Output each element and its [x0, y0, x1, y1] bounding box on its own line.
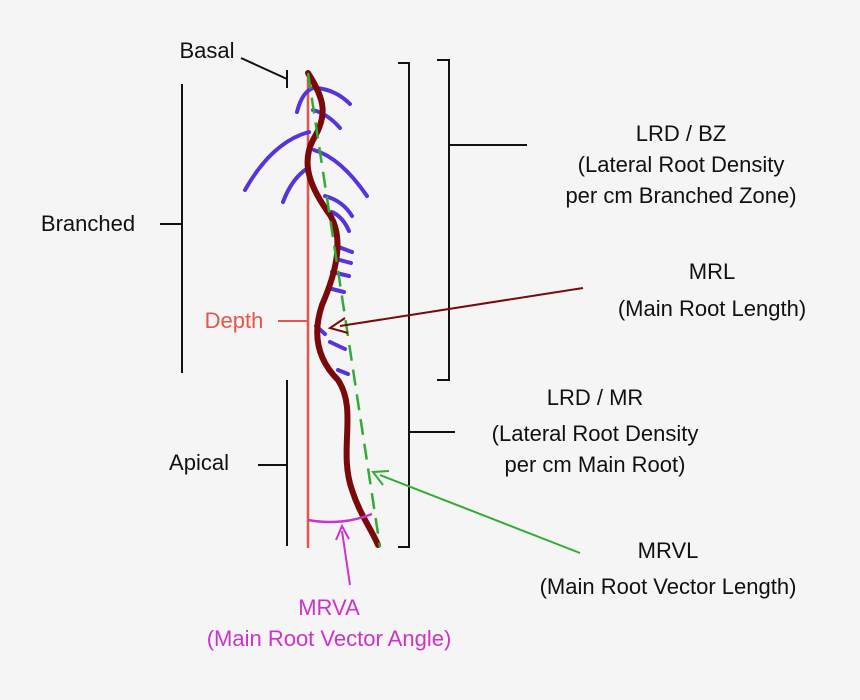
mrl-title: MRL: [689, 259, 735, 284]
apical-bracket: [258, 380, 288, 546]
lrd-mr-title: LRD / MR: [547, 385, 644, 410]
lateral-root: [281, 166, 310, 204]
mrl-arrow: [327, 287, 584, 334]
mrl-line2: (Main Root Length): [618, 296, 806, 321]
lateral-root: [315, 86, 352, 106]
lateral-root: [330, 210, 351, 233]
apical-label: Apical: [169, 450, 229, 475]
lateral-root: [243, 130, 311, 192]
lateral-root: [336, 368, 350, 376]
mrvl-title: MRVL: [638, 538, 699, 563]
lrd-bz-title: LRD / BZ: [636, 121, 726, 146]
depth-label: Depth: [205, 308, 264, 333]
mrva-title: MRVA: [298, 595, 360, 620]
lateral-root: [295, 86, 315, 114]
main-root-bracket: [398, 62, 455, 548]
mrvl-line2: (Main Root Vector Length): [540, 574, 797, 599]
lateral-root: [311, 108, 342, 130]
branched-zone-bracket: [437, 59, 527, 381]
lrd-bz-line3: per cm Branched Zone): [565, 183, 796, 208]
lrd-mr-line3: per cm Main Root): [505, 452, 686, 477]
mrva-line2: (Main Root Vector Angle): [207, 626, 452, 651]
branched-bracket: [160, 84, 183, 373]
main-root: [304, 70, 381, 548]
mrvl-arrow: [371, 470, 581, 554]
mrva-arrow: [335, 523, 351, 586]
lateral-root: [328, 340, 347, 351]
basal-label: Basal: [179, 38, 234, 63]
lrd-mr-line2: (Lateral Root Density: [492, 421, 699, 446]
angle-arc: [307, 512, 373, 524]
lrd-bz-line2: (Lateral Root Density: [578, 152, 785, 177]
main-root-vector: [306, 72, 382, 548]
basal-marker: [240, 57, 288, 88]
branched-label: Branched: [41, 211, 135, 236]
